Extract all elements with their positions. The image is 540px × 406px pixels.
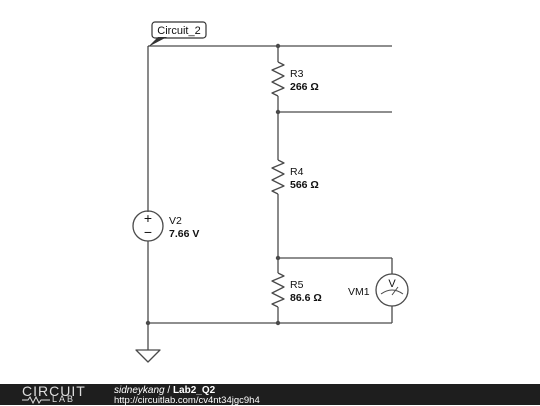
circuit-label-tag[interactable]: Circuit_2 (148, 21, 207, 47)
footer-meta: sidneykang / Lab2_Q2 (114, 385, 215, 396)
resistor-r5-name: R5 (290, 279, 304, 291)
resistor-r3-name: R3 (290, 68, 304, 80)
resistor-r4-value: 566 Ω (290, 179, 319, 191)
resistor-r5-value: 86.6 Ω (290, 292, 322, 304)
resistor-r3-value: 266 Ω (290, 81, 319, 93)
ground-icon (135, 349, 161, 363)
resistor-r5-symbol (271, 272, 285, 308)
resistor-r3-symbol (271, 61, 285, 97)
source-value: 7.66 V (169, 228, 199, 240)
voltage-source-symbol (132, 210, 164, 242)
source-plus-sign: + (144, 210, 152, 226)
voltmeter-arc (380, 289, 404, 295)
junction-dot (275, 255, 281, 261)
voltmeter-symbol (375, 273, 409, 307)
voltmeter-name: VM1 (348, 286, 370, 298)
junction-dot (145, 320, 151, 326)
voltmeter-needle (391, 286, 399, 296)
logo-top-text: CIRCUIT (22, 383, 86, 399)
footer-bar: CIRCUIT LAB sidneykang / Lab2_Q2 http://… (0, 383, 540, 406)
voltmeter-symbol-letter: V (388, 278, 396, 290)
resistor-r4-name: R4 (290, 166, 304, 178)
circuit-label-text: Circuit_2 (157, 25, 200, 37)
meta-separator: / (164, 385, 173, 396)
schematic-canvas: + − V Circuit_2 V2 7.66 V R3 266 Ω R4 56… (132, 21, 409, 363)
source-minus-sign: − (144, 224, 152, 240)
author-link[interactable]: sidneykang (114, 385, 165, 396)
source-name: V2 (169, 215, 182, 227)
junction-dot (275, 43, 281, 49)
logo-bottom-text: LAB (52, 394, 76, 404)
resistor-r4-symbol (271, 159, 285, 195)
logo-resistor-icon (22, 395, 50, 404)
junction-dot (275, 320, 281, 326)
circuitlab-logo[interactable]: CIRCUIT LAB (22, 383, 94, 405)
junction-dot (275, 109, 281, 115)
circuit-title[interactable]: Lab2_Q2 (172, 385, 216, 396)
circuit-url[interactable]: http://circuitlab.com/cv4nt34jgc9h4 (114, 395, 260, 406)
